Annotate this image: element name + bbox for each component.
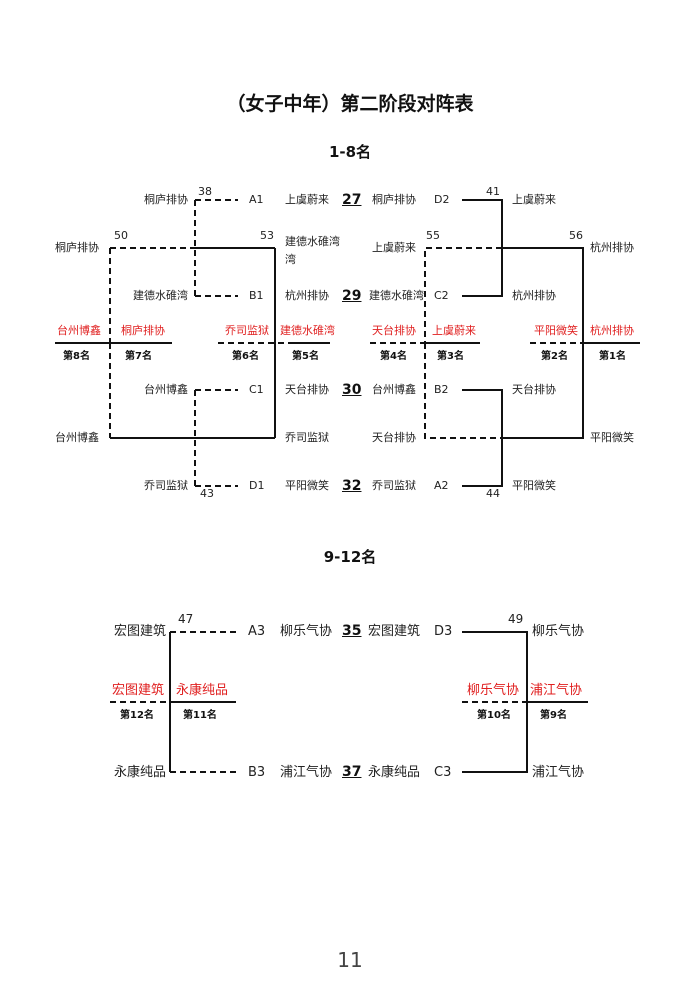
team-a2: 平阳微笑 bbox=[512, 479, 556, 492]
team-a3: 宏图建筑 bbox=[113, 624, 166, 639]
slot-c2: C2 bbox=[434, 289, 449, 302]
mid-team-4: 平阳微笑 bbox=[285, 479, 329, 492]
left-red-team-4: 建德水碓湾 bbox=[280, 324, 335, 337]
match-50-team: 桐庐排协 bbox=[55, 241, 99, 254]
group-number-27: 27 bbox=[342, 192, 362, 208]
lower-bracket-lines bbox=[110, 631, 588, 773]
mid-team-right-1: 桐庐排协 bbox=[372, 193, 416, 206]
mid-team-1: 上虞蔚来 bbox=[285, 193, 329, 206]
match-number-50: 50 bbox=[114, 229, 128, 242]
right-bracket-lines bbox=[370, 199, 640, 487]
mid2-team-right-2: 永康纯品 bbox=[368, 765, 421, 780]
lower-red-team-2: 永康纯品 bbox=[176, 683, 229, 698]
right-red-team-2: 上虞蔚来 bbox=[432, 324, 476, 337]
match-44-team: 天台排协 bbox=[372, 431, 416, 444]
slot-a2: A2 bbox=[434, 479, 449, 492]
group-number-32: 32 bbox=[342, 478, 362, 494]
mid-team-3: 天台排协 bbox=[285, 383, 329, 396]
team-b2: 天台排协 bbox=[512, 383, 556, 396]
team-d2: 上虞蔚来 bbox=[512, 193, 556, 206]
right-red-team-3: 平阳微笑 bbox=[534, 324, 578, 337]
right-red-team-1: 天台排协 bbox=[372, 324, 416, 337]
mid-team-right-4: 乔司监狱 bbox=[372, 479, 416, 492]
lower-red-team-3: 柳乐气协 bbox=[467, 683, 520, 698]
team-b3: 永康纯品 bbox=[113, 765, 166, 780]
match-number-44: 44 bbox=[486, 487, 500, 500]
match-number-47: 47 bbox=[178, 612, 194, 626]
match-43-team: 台州博鑫 bbox=[55, 431, 99, 444]
lower-red-team-4: 浦江气协 bbox=[530, 683, 583, 698]
rank-10: 第10名 bbox=[477, 710, 511, 721]
team-c1: 台州博鑫 bbox=[144, 383, 188, 396]
rank-6: 第6名 bbox=[232, 351, 259, 362]
group-number-35: 35 bbox=[342, 623, 362, 639]
left-red-team-2: 桐庐排协 bbox=[121, 324, 165, 337]
rank-11: 第11名 bbox=[183, 710, 217, 721]
left-red-team-3: 乔司监狱 bbox=[225, 324, 269, 337]
match-number-55: 55 bbox=[426, 229, 440, 242]
mid-team-right-3: 台州博鑫 bbox=[372, 383, 416, 396]
match-number-49: 49 bbox=[508, 612, 524, 626]
match-55-team: 上虞蔚来 bbox=[372, 241, 416, 254]
slot-d1: D1 bbox=[249, 479, 265, 492]
left-red-team-1: 台州博鑫 bbox=[57, 324, 101, 337]
match-56-lower-team: 平阳微笑 bbox=[590, 431, 634, 444]
rank-8: 第8名 bbox=[63, 351, 90, 362]
slot-d2: D2 bbox=[434, 193, 450, 206]
slot-d3: D3 bbox=[434, 624, 453, 639]
page-title: （女子中年）第二阶段对阵表 bbox=[226, 93, 474, 115]
right-red-team-4: 杭州排协 bbox=[590, 324, 634, 337]
slot-c1: C1 bbox=[249, 383, 264, 396]
mid-team-53-upper-2: 湾 bbox=[285, 253, 296, 266]
rank-2: 第2名 bbox=[541, 351, 568, 362]
section-heading-1-8: 1-8名 bbox=[328, 143, 372, 161]
team-c3: 浦江气协 bbox=[532, 765, 585, 780]
rank-7: 第7名 bbox=[125, 351, 152, 362]
team-a1: 桐庐排协 bbox=[144, 193, 188, 206]
mid-team-53-upper: 建德水碓湾 bbox=[285, 235, 340, 248]
group-number-29: 29 bbox=[342, 288, 362, 304]
match-number-38: 38 bbox=[198, 185, 212, 198]
rank-9: 第9名 bbox=[540, 710, 567, 721]
slot-a1: A1 bbox=[249, 193, 264, 206]
group-number-37: 37 bbox=[342, 764, 362, 780]
match-56-team: 杭州排协 bbox=[590, 241, 634, 254]
slot-b2: B2 bbox=[434, 383, 449, 396]
left-bracket-lines bbox=[55, 199, 330, 487]
slot-b1: B1 bbox=[249, 289, 264, 302]
mid2-team-1: 柳乐气协 bbox=[280, 624, 333, 639]
slot-b3: B3 bbox=[248, 765, 266, 780]
rank-1: 第1名 bbox=[599, 351, 626, 362]
mid-team-53-lower: 乔司监狱 bbox=[285, 431, 329, 444]
match-number-43: 43 bbox=[200, 487, 214, 500]
mid-team-right-2: 建德水碓湾 bbox=[369, 289, 424, 302]
match-number-41: 41 bbox=[486, 185, 500, 198]
team-c2: 杭州排协 bbox=[512, 289, 556, 302]
rank-3: 第3名 bbox=[437, 351, 464, 362]
slot-c3: C3 bbox=[434, 765, 452, 780]
section-heading-9-12: 9-12名 bbox=[323, 548, 377, 566]
rank-5: 第5名 bbox=[292, 351, 319, 362]
match-number-53: 53 bbox=[260, 229, 274, 242]
mid2-team-2: 浦江气协 bbox=[280, 765, 333, 780]
mid-team-2: 杭州排协 bbox=[285, 289, 329, 302]
mid2-team-right-1: 宏图建筑 bbox=[368, 624, 421, 639]
team-b1: 建德水碓湾 bbox=[133, 289, 188, 302]
team-d3: 柳乐气协 bbox=[532, 624, 585, 639]
page-number: 11 bbox=[337, 948, 363, 972]
match-number-56: 56 bbox=[569, 229, 583, 242]
team-d1: 乔司监狱 bbox=[144, 479, 188, 492]
group-number-30: 30 bbox=[342, 382, 362, 398]
rank-12: 第12名 bbox=[120, 710, 154, 721]
lower-red-team-1: 宏图建筑 bbox=[112, 683, 165, 698]
slot-a3: A3 bbox=[248, 624, 266, 639]
rank-4: 第4名 bbox=[380, 351, 407, 362]
